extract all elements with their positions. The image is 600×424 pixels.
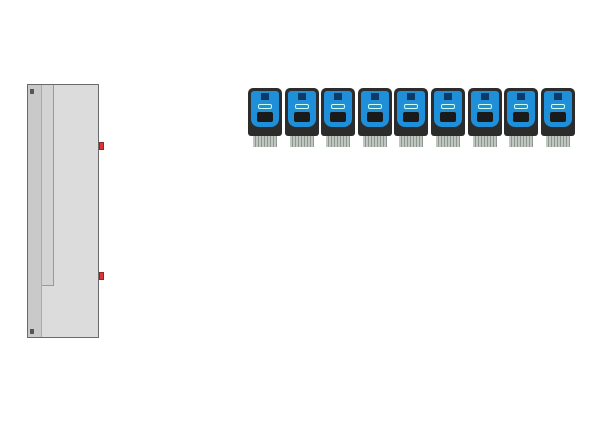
connector-logo — [258, 104, 272, 109]
connector-window — [444, 93, 452, 100]
connector-logo — [441, 104, 455, 109]
connector-logo — [514, 104, 529, 109]
connector-window — [407, 93, 416, 100]
connector-thread — [253, 136, 277, 147]
cabinet-inner-strip — [42, 85, 54, 286]
connector-thread — [289, 136, 314, 147]
connector-thread — [436, 136, 460, 147]
connector-band — [330, 112, 347, 122]
connector — [321, 88, 356, 148]
connector-band — [293, 112, 310, 122]
connector — [504, 88, 539, 148]
connector-logo — [331, 104, 346, 109]
connector-window — [261, 93, 269, 100]
electrical-cabinet — [27, 84, 99, 338]
connector — [540, 88, 575, 148]
connector-window — [480, 93, 489, 100]
connector-thread — [326, 136, 351, 147]
connector-window — [370, 93, 379, 100]
red-tab-top — [99, 142, 104, 150]
connector-logo — [404, 104, 419, 109]
connector-logo — [550, 104, 565, 109]
connector — [284, 88, 319, 148]
connector-band — [257, 112, 273, 122]
connector-thread — [509, 136, 534, 147]
connector-logo — [367, 104, 382, 109]
connector — [394, 88, 429, 148]
connector-band — [549, 112, 566, 122]
connector-band — [366, 112, 383, 122]
connector — [467, 88, 502, 148]
red-tab-bottom — [99, 272, 104, 280]
cabinet-side-strip — [28, 85, 42, 337]
cabinet-latch-top — [30, 89, 34, 94]
connector-window — [297, 93, 306, 100]
connector — [248, 88, 282, 148]
connector-thread — [545, 136, 570, 147]
connector-logo — [294, 104, 309, 109]
connector-thread — [472, 136, 497, 147]
connector — [431, 88, 465, 148]
connector-window — [334, 93, 343, 100]
connector-band — [403, 112, 420, 122]
connector — [357, 88, 392, 148]
connector-band — [513, 112, 530, 122]
cabinet-latch-bottom — [30, 329, 34, 334]
connector-thread — [399, 136, 424, 147]
connector-logo — [477, 104, 492, 109]
connector-band — [440, 112, 456, 122]
connector-window — [517, 93, 526, 100]
connector-thread — [362, 136, 387, 147]
connector-window — [553, 93, 562, 100]
connector-band — [476, 112, 493, 122]
